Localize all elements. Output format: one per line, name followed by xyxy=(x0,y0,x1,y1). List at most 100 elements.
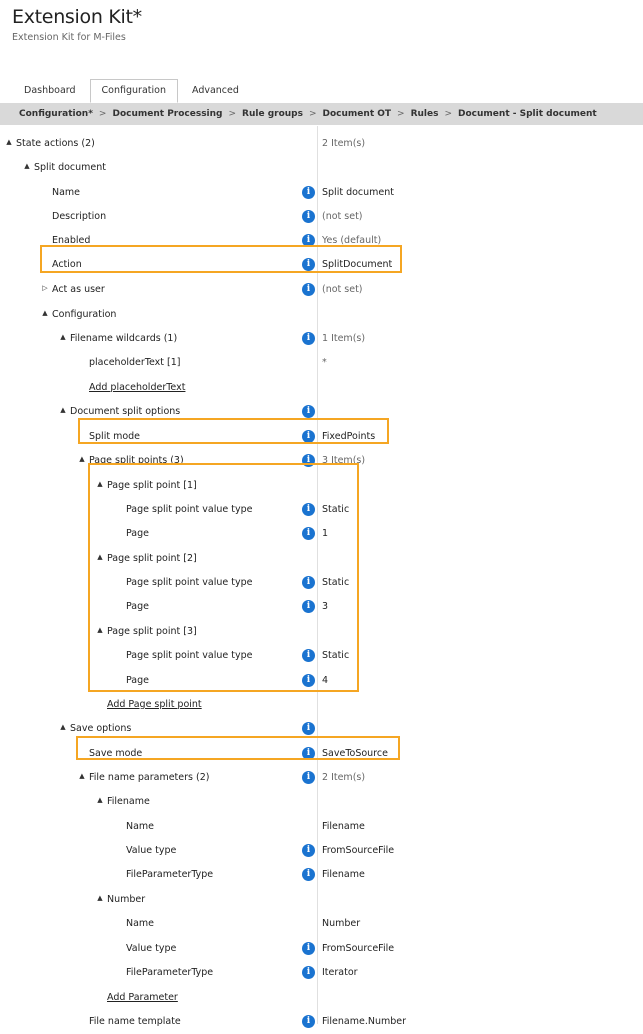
info-icon[interactable]: i xyxy=(302,210,315,223)
property-value[interactable]: Filename.Number xyxy=(322,1016,407,1027)
property-value[interactable]: Split document xyxy=(322,187,395,198)
property-value[interactable]: SplitDocument xyxy=(322,259,393,270)
info-icon[interactable]: i xyxy=(302,527,315,540)
collapse-icon[interactable]: ▲ xyxy=(60,406,66,414)
property-value[interactable]: Yes (default) xyxy=(322,235,382,246)
add-link[interactable]: Add placeholderText xyxy=(89,382,186,393)
collapse-icon[interactable]: ▲ xyxy=(42,309,48,317)
breadcrumb-item-document-processing[interactable]: Document Processing xyxy=(112,109,223,119)
property-value[interactable]: SaveToSource xyxy=(322,748,388,759)
tree-row-page-split-point-1[interactable]: ▲Page split point [1] xyxy=(0,476,643,498)
property-value[interactable]: FromSourceFile xyxy=(322,943,395,954)
tree-row-add-parameter[interactable]: Add Parameter xyxy=(0,988,643,1010)
tab-advanced[interactable]: Advanced xyxy=(191,85,239,96)
info-icon[interactable]: i xyxy=(302,454,315,467)
info-icon[interactable]: i xyxy=(302,503,315,516)
info-icon[interactable]: i xyxy=(302,332,315,345)
info-icon[interactable]: i xyxy=(302,1015,315,1028)
property-value[interactable]: 2 Item(s) xyxy=(322,772,366,783)
property-value[interactable]: Static xyxy=(322,504,350,515)
breadcrumb-item-rules[interactable]: Rules xyxy=(410,109,439,119)
property-value[interactable]: 3 xyxy=(322,601,329,612)
info-icon[interactable]: i xyxy=(302,430,315,443)
collapse-icon[interactable]: ▲ xyxy=(97,796,103,804)
tree-row-add-page-split-point[interactable]: Add Page split point xyxy=(0,695,643,717)
tree-row-state-actions-2[interactable]: ▲State actions (2)2 Item(s) xyxy=(0,134,643,156)
info-icon[interactable]: i xyxy=(302,771,315,784)
info-icon[interactable]: i xyxy=(302,942,315,955)
info-icon[interactable]: i xyxy=(302,868,315,881)
collapse-icon[interactable]: ▲ xyxy=(79,455,85,463)
tree-row-split-document[interactable]: ▲Split document xyxy=(0,158,643,180)
tree-row-placeholdertext-1[interactable]: placeholderText [1]* xyxy=(0,353,643,375)
collapse-icon[interactable]: ▲ xyxy=(97,553,103,561)
info-icon[interactable]: i xyxy=(302,186,315,199)
tab-dashboard[interactable]: Dashboard xyxy=(24,85,76,96)
property-value[interactable]: (not set) xyxy=(322,211,363,222)
property-value[interactable]: Static xyxy=(322,650,350,661)
tree-row-add-placeholdertext[interactable]: Add placeholderText xyxy=(0,378,643,400)
tree-row-configuration[interactable]: ▲Configuration xyxy=(0,305,643,327)
collapse-icon[interactable]: ▲ xyxy=(60,333,66,341)
info-icon[interactable]: i xyxy=(302,234,315,247)
property-value[interactable]: * xyxy=(322,357,327,368)
add-link[interactable]: Add Page split point xyxy=(107,699,202,710)
info-icon[interactable]: i xyxy=(302,258,315,271)
collapse-icon[interactable]: ▲ xyxy=(79,772,85,780)
property-value[interactable]: Number xyxy=(322,918,361,929)
property-value[interactable]: 1 xyxy=(322,528,329,539)
collapse-icon[interactable]: ▲ xyxy=(97,894,103,902)
collapse-icon[interactable]: ▲ xyxy=(60,723,66,731)
collapse-icon[interactable]: ▲ xyxy=(97,480,103,488)
property-value[interactable]: FixedPoints xyxy=(322,431,376,442)
breadcrumb-item-configuration[interactable]: Configuration* xyxy=(19,109,93,119)
info-icon[interactable]: i xyxy=(302,722,315,735)
expand-icon[interactable]: ▷ xyxy=(42,284,48,292)
info-icon[interactable]: i xyxy=(302,405,315,418)
info-icon[interactable]: i xyxy=(302,283,315,296)
info-icon[interactable]: i xyxy=(302,600,315,613)
info-icon[interactable]: i xyxy=(302,747,315,760)
info-icon[interactable]: i xyxy=(302,966,315,979)
property-value[interactable]: 1 Item(s) xyxy=(322,333,366,344)
tree-row-filename[interactable]: ▲Filename xyxy=(0,792,643,814)
info-icon[interactable]: i xyxy=(302,649,315,662)
tab-configuration[interactable]: Configuration xyxy=(89,79,178,103)
breadcrumb-item-rule-groups[interactable]: Rule groups xyxy=(242,109,303,119)
info-icon[interactable]: i xyxy=(302,844,315,857)
property-value[interactable]: Filename xyxy=(322,821,365,832)
property-value[interactable]: 3 Item(s) xyxy=(322,455,366,466)
property-value[interactable]: Filename xyxy=(322,869,365,880)
tree-row-number[interactable]: ▲Number xyxy=(0,890,643,912)
info-icon[interactable]: i xyxy=(302,576,315,589)
property-value[interactable]: Static xyxy=(322,577,350,588)
property-value[interactable]: FromSourceFile xyxy=(322,845,395,856)
property-value[interactable]: 4 xyxy=(322,675,329,686)
info-icon[interactable]: i xyxy=(302,674,315,687)
property-value[interactable]: Iterator xyxy=(322,967,358,978)
